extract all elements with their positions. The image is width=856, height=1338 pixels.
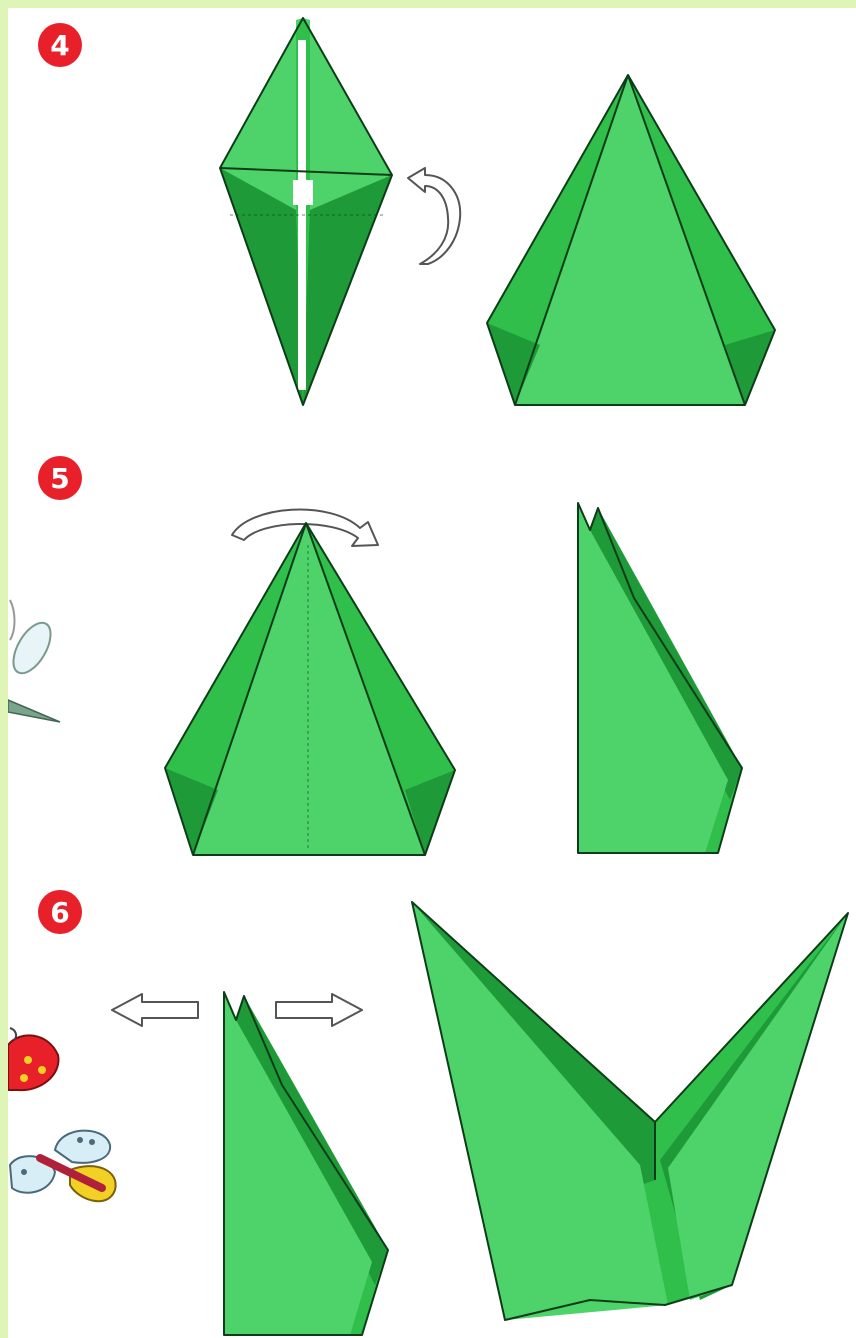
step-number-6: 6 — [50, 896, 69, 929]
origami-instructions: 4 — [8, 8, 856, 1338]
kite-center-gap — [293, 180, 313, 205]
folded-half-diagram — [578, 503, 742, 853]
step6-half-front — [224, 992, 372, 1335]
diagram-svg: 4 — [8, 8, 856, 1338]
flip-arrow-icon — [408, 168, 460, 264]
step-badge-4: 4 — [38, 23, 82, 67]
kite-fold-diagram — [220, 18, 392, 405]
right-arrow-shape — [276, 994, 362, 1026]
left-arrow-shape — [112, 994, 198, 1026]
kite-result-diagram — [487, 75, 775, 405]
ladybug-icon — [8, 1028, 58, 1090]
step-4: 4 — [38, 18, 775, 405]
step-badge-6: 6 — [38, 890, 82, 934]
step-badge-5: 5 — [38, 456, 82, 500]
step6-folded-half-diagram — [224, 992, 388, 1335]
step-6: 6 — [8, 890, 848, 1335]
step-number-4: 4 — [50, 29, 69, 62]
half-front-layer — [578, 503, 728, 853]
step-5: 5 — [8, 456, 742, 855]
pull-apart-left-arrow-icon — [112, 994, 198, 1026]
pointed-fold-diagram — [165, 523, 455, 855]
butterfly-icon — [10, 1131, 116, 1202]
dragonfly-icon — [8, 600, 60, 722]
step-number-5: 5 — [50, 462, 69, 495]
tulip-bud-diagram — [412, 902, 848, 1320]
flip-arrow-shape — [408, 168, 460, 264]
pull-apart-right-arrow-icon — [276, 994, 362, 1026]
